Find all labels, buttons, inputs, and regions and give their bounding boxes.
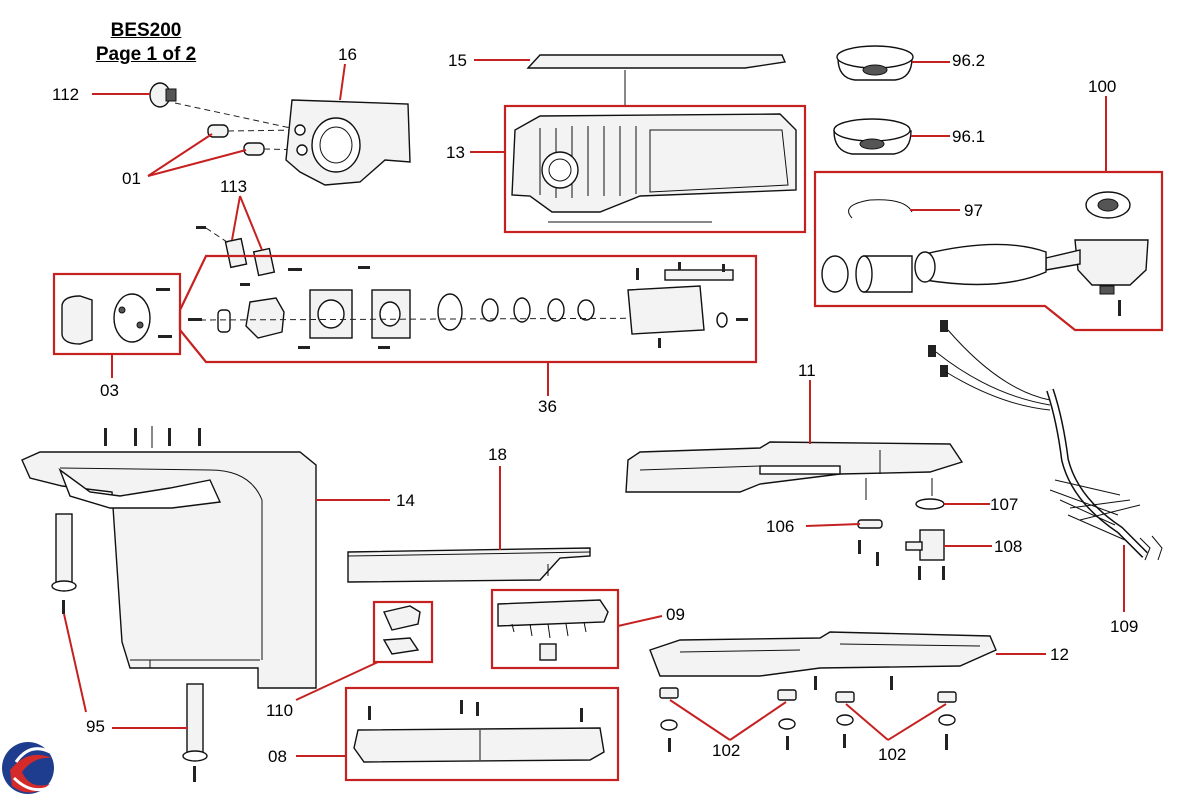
parts-logo-icon xyxy=(2,742,54,794)
model-title: BES200 xyxy=(110,20,182,41)
part-106-foot-clip[interactable] xyxy=(857,519,883,566)
part-96-1-filter-basket[interactable] xyxy=(833,118,912,155)
label-18: 18 xyxy=(488,445,507,464)
label-96-2: 96.2 xyxy=(952,51,985,70)
part-13-top-cover[interactable] xyxy=(511,113,797,223)
label-09: 09 xyxy=(666,605,685,624)
part-01-indicator-lights[interactable] xyxy=(207,124,265,156)
part-number-labels: 16 15 96.2 112 96.1 100 13 01 113 97 03 … xyxy=(52,45,1138,766)
part-97-retaining-clip[interactable] xyxy=(848,199,913,219)
label-108: 108 xyxy=(994,537,1022,556)
leader-lines xyxy=(63,59,1125,757)
label-112: 112 xyxy=(52,85,79,104)
part-18-drip-tray[interactable] xyxy=(347,547,591,583)
label-01: 01 xyxy=(122,169,141,188)
part-96-2-filter-basket[interactable] xyxy=(836,45,914,81)
part-11-base-housing[interactable] xyxy=(625,441,964,493)
part-109-power-cord[interactable] xyxy=(928,320,1163,561)
label-97: 97 xyxy=(964,201,983,220)
part-09-cup-rest[interactable] xyxy=(497,599,609,661)
label-13: 13 xyxy=(446,143,465,162)
label-08: 08 xyxy=(268,747,287,766)
part-36-selector-switch[interactable] xyxy=(188,262,748,349)
label-36: 36 xyxy=(538,397,557,416)
label-109: 109 xyxy=(1110,617,1138,636)
label-16: 16 xyxy=(338,45,357,64)
part-100-portafilter[interactable] xyxy=(821,191,1149,316)
label-96-1: 96.1 xyxy=(952,127,985,146)
part-110-valve-parts[interactable] xyxy=(382,605,421,655)
label-100: 100 xyxy=(1088,77,1116,96)
callout-boxes xyxy=(52,104,1164,782)
label-107: 107 xyxy=(990,495,1018,514)
part-102-rubber-feet[interactable] xyxy=(659,687,957,752)
label-12: 12 xyxy=(1050,645,1069,664)
label-14: 14 xyxy=(396,491,415,510)
part-112-switch-knob[interactable] xyxy=(149,82,177,108)
part-16-control-panel[interactable] xyxy=(285,99,411,186)
label-106: 106 xyxy=(766,517,794,536)
part-95-support-post[interactable] xyxy=(51,513,208,782)
page-indicator: Page 1 of 2 xyxy=(95,44,197,65)
label-102-right: 102 xyxy=(878,745,906,764)
label-110: 110 xyxy=(266,701,293,720)
part-108-valve[interactable] xyxy=(905,529,945,580)
label-113: 113 xyxy=(220,177,247,196)
part-12-base-plate[interactable] xyxy=(649,631,997,690)
label-95: 95 xyxy=(86,717,105,736)
label-11: 11 xyxy=(798,361,816,380)
part-107-washer[interactable] xyxy=(915,498,945,510)
part-14-main-body[interactable] xyxy=(21,426,317,689)
label-03: 03 xyxy=(100,381,119,400)
part-08-tray-cover[interactable] xyxy=(353,700,605,763)
part-03-selector-knob[interactable] xyxy=(61,288,172,345)
label-102-left: 102 xyxy=(712,741,740,760)
label-15: 15 xyxy=(448,51,467,70)
part-15-top-lid[interactable] xyxy=(526,54,787,69)
